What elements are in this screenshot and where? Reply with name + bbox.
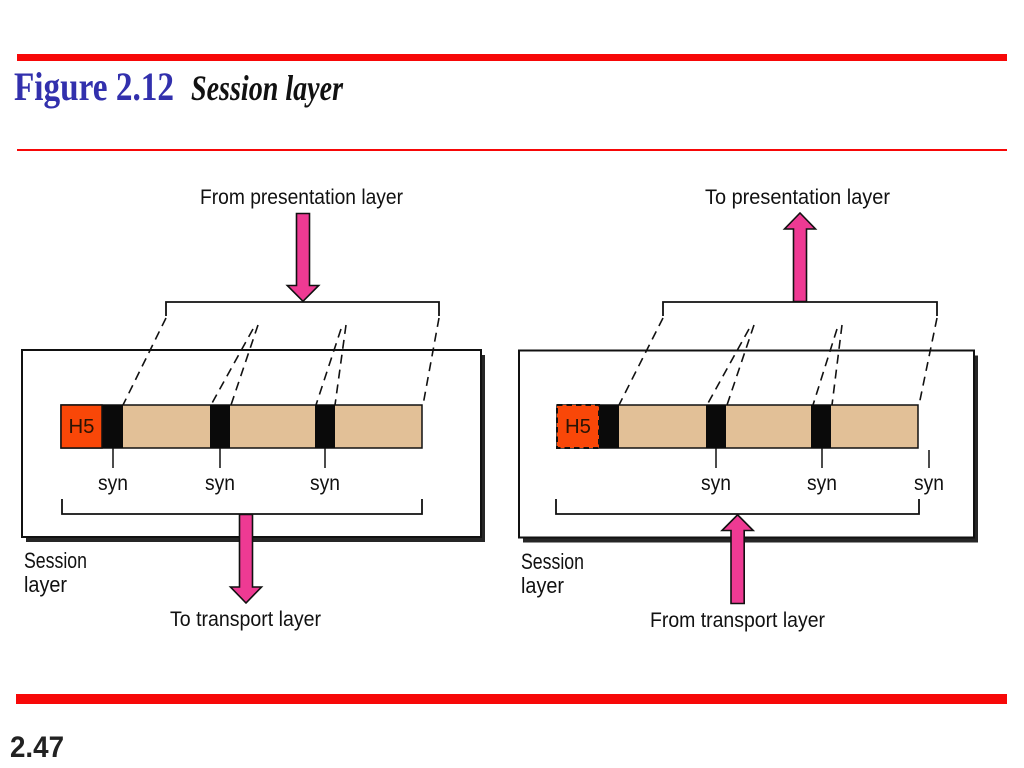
- svg-text:2.47: 2.47: [10, 731, 64, 764]
- svg-text:From transport layer: From transport layer: [650, 609, 825, 632]
- svg-text:syn: syn: [701, 472, 731, 495]
- svg-text:H5: H5: [565, 416, 591, 438]
- svg-text:Figure 2.12: Figure 2.12: [14, 64, 174, 109]
- svg-text:syn: syn: [807, 472, 837, 495]
- svg-text:Session: Session: [521, 549, 584, 574]
- svg-text:layer: layer: [24, 572, 67, 597]
- svg-text:syn: syn: [98, 472, 128, 495]
- svg-text:Session layer: Session layer: [191, 68, 344, 108]
- svg-text:To transport layer: To transport layer: [170, 608, 321, 631]
- svg-text:syn: syn: [205, 472, 235, 495]
- svg-text:syn: syn: [914, 472, 944, 495]
- svg-text:To presentation layer: To presentation layer: [705, 186, 890, 209]
- svg-text:layer: layer: [521, 573, 564, 598]
- svg-text:syn: syn: [310, 472, 340, 495]
- svg-text:From presentation layer: From presentation layer: [200, 186, 403, 209]
- svg-text:H5: H5: [69, 416, 95, 438]
- svg-text:Session: Session: [24, 548, 87, 573]
